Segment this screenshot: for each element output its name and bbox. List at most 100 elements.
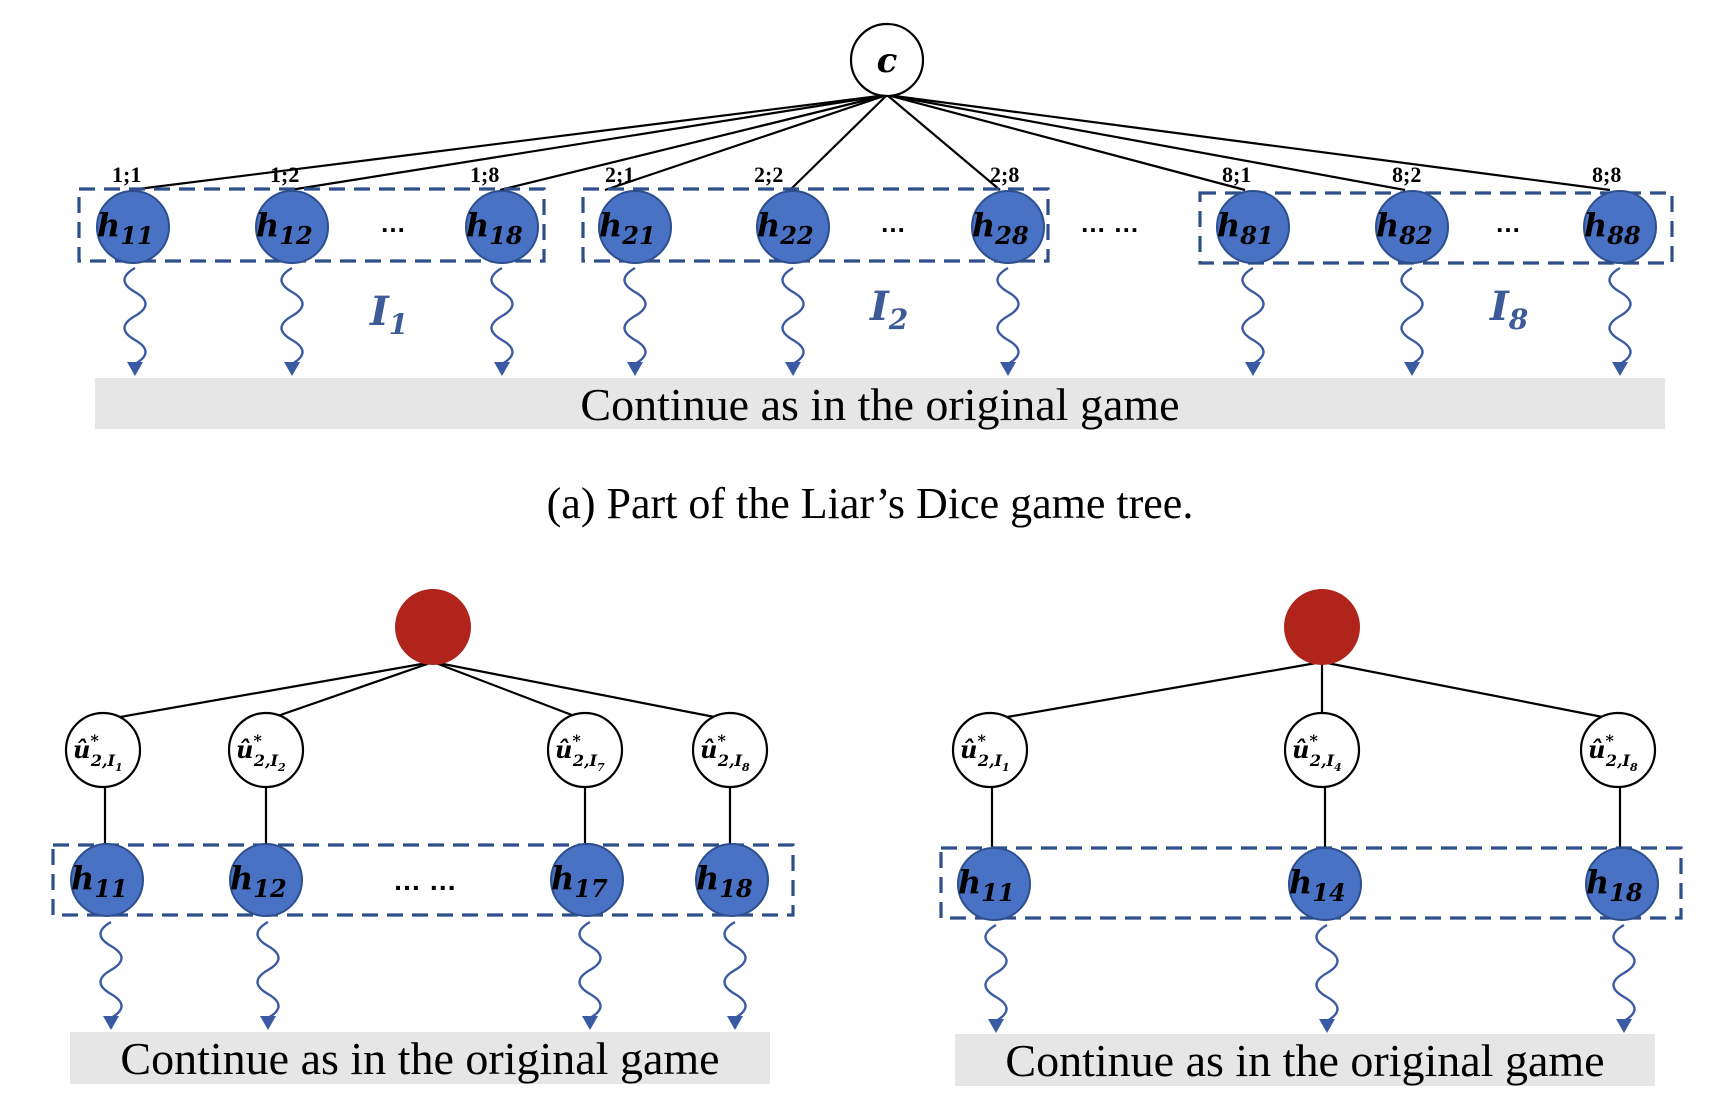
history-node: h82 (1375, 190, 1449, 264)
edge-label: 8;1 (1222, 162, 1251, 187)
continuation-arrow (1400, 266, 1424, 376)
ellipsis: … (880, 208, 906, 238)
edge (432, 660, 731, 722)
svg-text:h14: h14 (1289, 863, 1346, 907)
continuation-band-a (95, 378, 1665, 429)
svg-text:h11: h11 (97, 206, 154, 250)
history-node: h22 (756, 190, 830, 264)
tree-a-edges (129, 93, 1611, 192)
svg-text:h18: h18 (1586, 863, 1643, 907)
continuation-arrow (781, 266, 805, 376)
continuation-arrow (623, 266, 647, 376)
svg-text:û*2,I7: û*2,I7 (555, 731, 605, 774)
edge-label: 1;2 (270, 162, 299, 187)
svg-text:h12: h12 (256, 206, 313, 250)
continuation-arrow (996, 266, 1020, 376)
svg-text:h11: h11 (958, 863, 1015, 907)
continuation-band-b (70, 1032, 770, 1084)
svg-text:h12: h12 (230, 859, 287, 903)
continuation-arrow (99, 920, 123, 1030)
svg-text:û*2,I8: û*2,I8 (1588, 731, 1638, 774)
edge-1-8 (499, 93, 888, 192)
svg-text:û*2,I1: û*2,I1 (73, 731, 123, 774)
svg-text:û*2,I1: û*2,I1 (960, 731, 1010, 774)
svg-text:h18: h18 (466, 206, 523, 250)
edge (102, 660, 434, 722)
history-node: h11 (96, 190, 170, 264)
svg-text:û*2,I2: û*2,I2 (236, 731, 286, 774)
svg-text:h28: h28 (972, 206, 1029, 250)
ellipsis: … … (1080, 208, 1139, 238)
continuation-arrow (1608, 266, 1632, 376)
chance-node (849, 22, 925, 98)
tree-c: û*2,I1 û*2,I4 û*2,I8 h11 h14 h18 (939, 589, 1683, 1086)
svg-text:h17: h17 (551, 859, 608, 903)
continuation-arrow (578, 920, 602, 1030)
continuation-arrow (256, 920, 280, 1030)
utility-node: û*2,I7 (546, 711, 624, 789)
history-node: h11 (957, 847, 1031, 921)
svg-text:h82: h82 (1376, 206, 1433, 250)
edge (1321, 660, 1619, 722)
edge-8-2 (886, 93, 1406, 192)
edge (265, 660, 434, 722)
edge-label: 1;8 (470, 162, 499, 187)
tree-a-continuation-arrows (123, 266, 1632, 376)
tree-a: c 1;1 1;2 1;8 2;1 2;2 2;8 8;1 8;2 8;8 h1… (77, 22, 1674, 528)
continuation-arrow (984, 923, 1008, 1033)
history-node: h18 (1585, 847, 1659, 921)
tree-b: û*2,I1 û*2,I2 û*2,I7 û*2,I8 h11 h12 (51, 589, 795, 1084)
svg-text:h11: h11 (71, 859, 128, 903)
utility-node: û*2,I1 (64, 711, 142, 789)
info-set-box (51, 843, 795, 917)
info-set-box-8 (1198, 191, 1674, 265)
chance-node-label: c (877, 41, 898, 81)
history-node: h18 (465, 190, 539, 264)
history-node: h12 (229, 843, 303, 917)
edge (989, 660, 1323, 722)
opponent-root-node (1284, 589, 1360, 665)
info-set-box-2 (581, 187, 1050, 263)
edge (432, 660, 586, 722)
utility-node: û*2,I8 (1579, 711, 1657, 789)
history-node: h88 (1583, 190, 1657, 264)
continuation-band-a-text: Continue as in the original game (580, 379, 1179, 430)
history-node: h14 (1288, 847, 1362, 921)
edge-8-8 (886, 93, 1611, 192)
continuation-band-c-text: Continue as in the original game (1005, 1035, 1604, 1086)
tree-a-nodes: h11 h12 h18 h21 h22 h28 (96, 190, 1657, 264)
info-set-label-1: I1 (369, 288, 408, 341)
history-node: h18 (695, 843, 769, 917)
info-set-box-1 (77, 187, 546, 263)
svg-text:h21: h21 (599, 206, 656, 250)
edge-label: 8;2 (1392, 162, 1421, 187)
history-node: h28 (971, 190, 1045, 264)
svg-text:h81: h81 (1217, 206, 1274, 250)
svg-text:h22: h22 (757, 206, 814, 250)
tree-a-edge-labels: 1;1 1;2 1;8 2;1 2;2 2;8 8;1 8;2 8;8 (112, 162, 1621, 187)
history-node: h81 (1216, 190, 1290, 264)
continuation-arrow (280, 266, 304, 376)
history-node: h17 (550, 843, 624, 917)
edge-label: 2;1 (605, 162, 634, 187)
svg-text:û*2,I4: û*2,I4 (1292, 731, 1342, 774)
edge-1-2 (289, 93, 888, 192)
continuation-arrow (1612, 923, 1636, 1033)
history-node: h11 (70, 843, 144, 917)
utility-node: û*2,I1 (951, 711, 1029, 789)
continuation-arrow (123, 266, 147, 376)
edge-8-1 (886, 93, 1246, 192)
svg-text:h88: h88 (1584, 206, 1641, 250)
opponent-root-node (395, 589, 471, 665)
continuation-arrow (1241, 266, 1265, 376)
info-set-label-8: I8 (1489, 283, 1528, 336)
ellipsis: … (1495, 208, 1521, 238)
edge-2-1 (604, 93, 888, 192)
edge-label: 8;8 (1592, 162, 1621, 187)
utility-node: û*2,I4 (1283, 711, 1361, 789)
info-set-label-2: I2 (869, 283, 908, 336)
caption-a: (a) Part of the Liar’s Dice game tree. (547, 479, 1194, 528)
edge-label: 2;8 (990, 162, 1019, 187)
ellipsis: … … (393, 865, 457, 896)
